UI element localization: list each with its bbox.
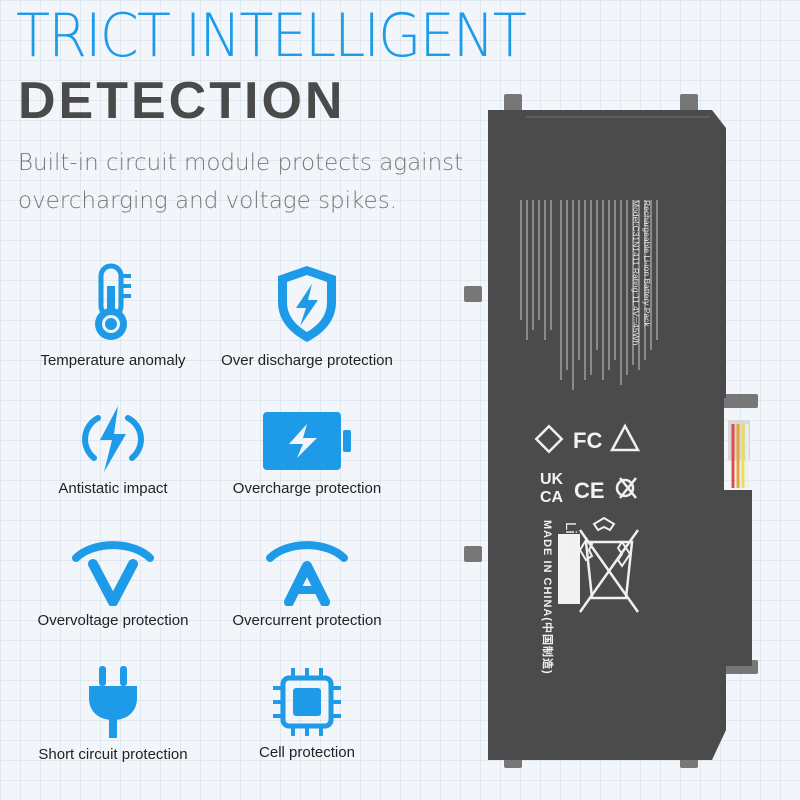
chip-icon [271, 666, 343, 738]
feature-overvoltage: Overvoltage protection [8, 530, 218, 630]
ce-mark: CE [574, 478, 605, 504]
feature-label: Cell protection [202, 744, 412, 762]
feature-label: Short circuit protection [8, 746, 218, 764]
fc-mark: FC [573, 428, 602, 454]
thermometer-icon [83, 262, 143, 346]
feature-temperature: Temperature anomaly [8, 262, 218, 370]
subtitle: Built-in circuit module protects against… [18, 144, 478, 220]
battery-label-line2: Model:C31N1411 Rating:11.4V⎓45Wh [630, 200, 641, 400]
feature-label: Temperature anomaly [8, 352, 218, 370]
li-ion-label: Li-ion [562, 522, 579, 559]
made-in-label: MADE IN CHINA(中国制造) [540, 520, 556, 675]
battery-label: Rechargeable Li-ion Battery Pack Model:C… [630, 200, 652, 400]
feature-label: Overcurrent protection [202, 612, 412, 630]
battery-body [460, 90, 790, 780]
feature-label: Over discharge protection [202, 352, 412, 370]
feature-label: Overvoltage protection [8, 612, 218, 630]
feature-over-discharge: Over discharge protection [202, 262, 412, 370]
feature-label: Overcharge protection [202, 480, 412, 498]
current-a-icon [262, 530, 352, 606]
feature-overcurrent: Overcurrent protection [202, 530, 412, 630]
lightning-icon [80, 404, 146, 474]
headline-primary: TRICT INTELLIGENT [16, 0, 525, 72]
voltage-v-icon [68, 530, 158, 606]
shield-lightning-icon [272, 262, 342, 346]
battery-pack [460, 90, 790, 780]
headline-secondary: DETECTION [18, 70, 345, 132]
battery-label-line1: Rechargeable Li-ion Battery Pack [641, 200, 652, 400]
battery-charging-icon [259, 408, 355, 474]
ukca-mark-bottom: CA [540, 490, 563, 506]
feature-label: Antistatic impact [8, 480, 218, 498]
plug-icon [83, 664, 143, 740]
feature-antistatic: Antistatic impact [8, 404, 218, 498]
feature-overcharge: Overcharge protection [202, 408, 412, 498]
feature-short-circuit: Short circuit protection [8, 664, 218, 764]
feature-cell: Cell protection [202, 666, 412, 762]
ukca-mark-top: UK [540, 472, 563, 488]
